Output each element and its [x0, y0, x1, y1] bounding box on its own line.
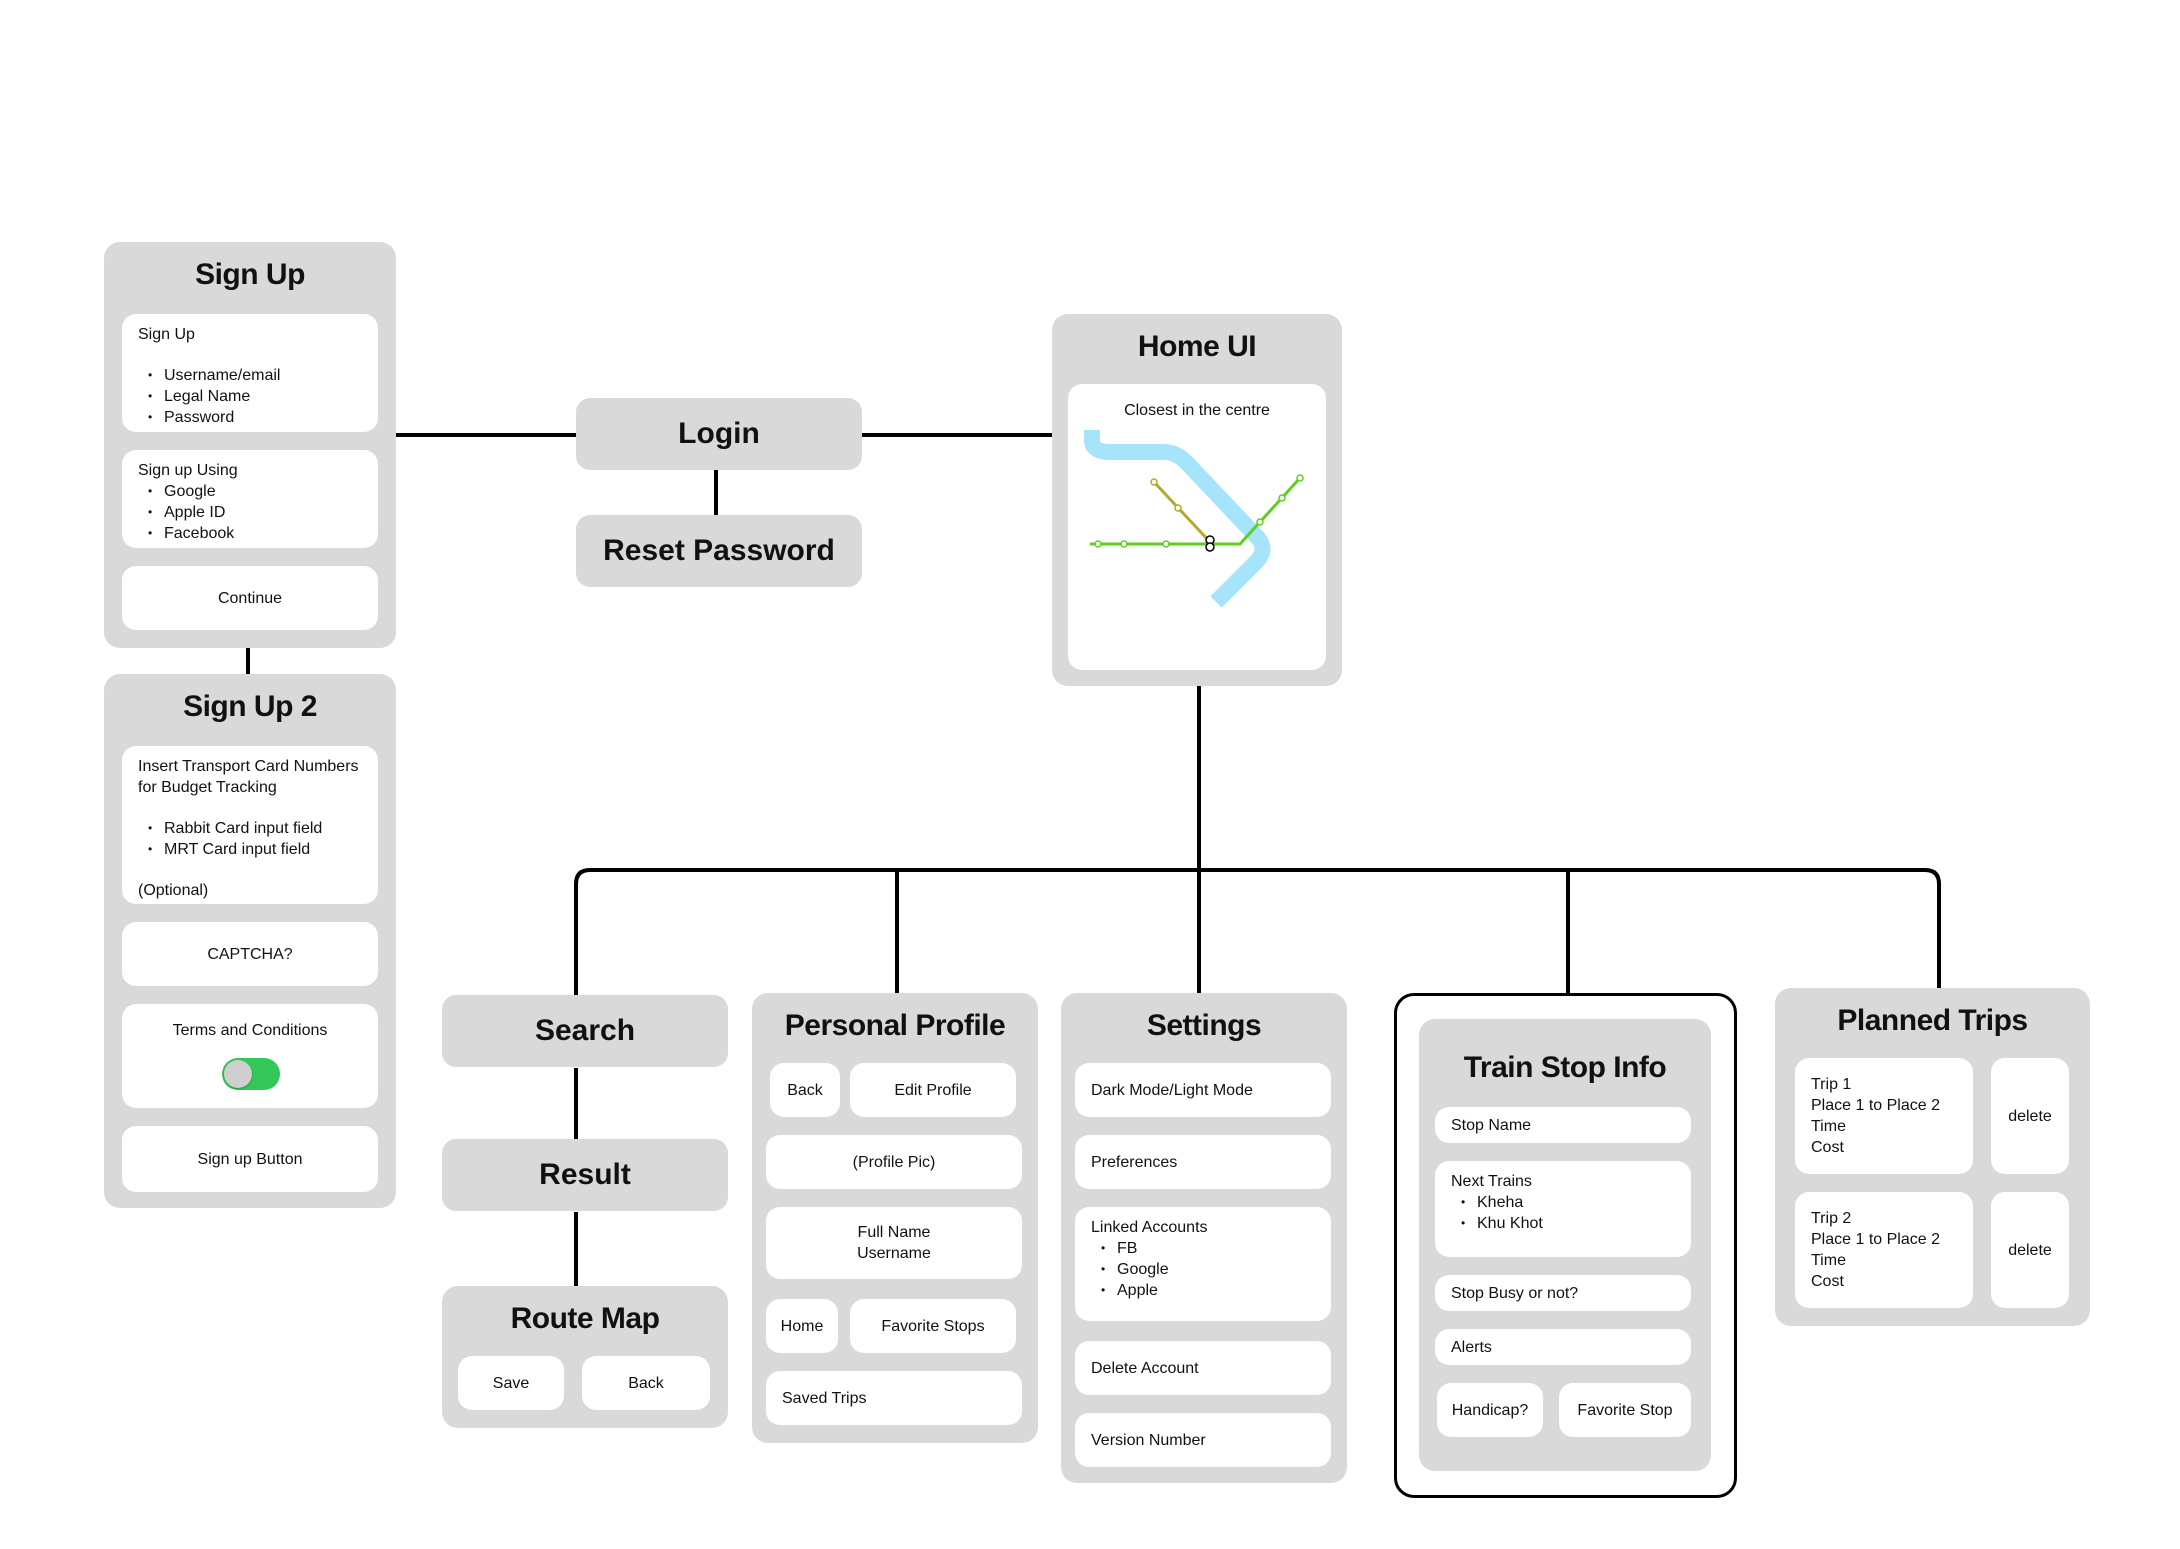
result-box[interactable]: Result [442, 1139, 728, 1211]
edit-profile-button[interactable]: Edit Profile [850, 1063, 1016, 1117]
delete-trip-button[interactable]: delete [1991, 1192, 2069, 1308]
profile-pic[interactable]: (Profile Pic) [766, 1135, 1022, 1189]
delete-trip-button[interactable]: delete [1991, 1058, 2069, 1174]
linked-google: Google [1101, 1259, 1315, 1280]
list-item: Legal Name [148, 386, 362, 407]
list-item: Username/email [148, 365, 362, 386]
back-button[interactable]: Back [770, 1063, 840, 1117]
planned-trips-panel: Planned Trips Trip 1 Place 1 to Place 2 … [1775, 988, 2090, 1326]
preferences-setting[interactable]: Preferences [1075, 1135, 1331, 1189]
delete-account-button[interactable]: Delete Account [1075, 1341, 1331, 1395]
settings-panel: Settings Dark Mode/Light Mode Preference… [1061, 993, 1347, 1483]
provider-google[interactable]: Google [148, 481, 362, 502]
next-trains-list: Kheha Khu Khot [1451, 1192, 1675, 1234]
terms-toggle[interactable] [222, 1058, 280, 1090]
linked-fb: FB [1101, 1238, 1315, 1259]
linked-account-list: FB Google Apple [1091, 1238, 1315, 1301]
connector-branch-bus [574, 868, 1941, 995]
full-name-label: Full Name [857, 1224, 931, 1241]
stop-name-field: Stop Name [1435, 1107, 1691, 1143]
list-item: Password [148, 407, 362, 428]
optional-note: (Optional) [138, 882, 209, 899]
transport-field-list: Rabbit Card input field MRT Card input f… [138, 818, 362, 860]
signup-using-card: Sign up Using Google Apple ID Facebook [122, 450, 378, 548]
favorite-stops-button[interactable]: Favorite Stops [850, 1299, 1016, 1353]
panel-title: Home UI [1137, 330, 1257, 363]
list-item: Kheha [1461, 1192, 1675, 1213]
profile-panel: Personal Profile Back Edit Profile (Prof… [752, 993, 1038, 1443]
back-button[interactable]: Back [582, 1356, 710, 1410]
panel-title: Sign Up 2 [183, 690, 317, 723]
trip-line: Trip 2 [1811, 1210, 1852, 1227]
handicap-button[interactable]: Handicap? [1437, 1383, 1543, 1437]
toggle-knob [224, 1060, 252, 1088]
signup-panel: Sign Up Sign Up Username/email Legal Nam… [104, 242, 396, 648]
terms-label: Terms and Conditions [172, 1022, 328, 1039]
save-button[interactable]: Save [458, 1356, 564, 1410]
trip-card[interactable]: Trip 2 Place 1 to Place 2 Time Cost [1795, 1192, 1973, 1308]
train-stop-frame [1394, 993, 1737, 1498]
terms-card: Terms and Conditions [122, 1004, 378, 1108]
signup-provider-list: Google Apple ID Facebook [138, 481, 362, 544]
card-heading: Sign Up [138, 326, 195, 343]
linked-accounts-card[interactable]: Linked Accounts FB Google Apple [1075, 1207, 1331, 1321]
trip-line: Cost [1811, 1139, 1844, 1156]
username-label: Username [857, 1245, 931, 1262]
card-heading: Next Trains [1451, 1173, 1532, 1190]
trip-line: Place 1 to Place 2 [1811, 1097, 1940, 1114]
trip-card[interactable]: Trip 1 Place 1 to Place 2 Time Cost [1795, 1058, 1973, 1174]
trip-line: Time [1811, 1118, 1846, 1135]
card-heading: Insert Transport Card Numbers for Budget… [138, 758, 359, 796]
alerts-field[interactable]: Alerts [1435, 1329, 1691, 1365]
stop-busy-field: Stop Busy or not? [1435, 1275, 1691, 1311]
version-number: Version Number [1075, 1413, 1331, 1467]
home-panel: Home UI Closest in the centre [1052, 314, 1342, 686]
provider-apple[interactable]: Apple ID [148, 502, 362, 523]
next-trains-card: Next Trains Kheha Khu Khot [1435, 1161, 1691, 1257]
search-box[interactable]: Search [442, 995, 728, 1067]
transport-card-section: Insert Transport Card Numbers for Budget… [122, 746, 378, 904]
favorite-stop-button[interactable]: Favorite Stop [1559, 1383, 1691, 1437]
trip-line: Trip 1 [1811, 1076, 1852, 1093]
signup-field-list: Username/email Legal Name Password [138, 365, 362, 428]
home-button[interactable]: Home [766, 1299, 838, 1353]
captcha-box[interactable]: CAPTCHA? [122, 922, 378, 986]
provider-facebook[interactable]: Facebook [148, 523, 362, 544]
card-heading: Linked Accounts [1091, 1219, 1208, 1236]
metro-map [1084, 430, 1304, 608]
signup-fields-card: Sign Up Username/email Legal Name Passwo… [122, 314, 378, 432]
trip-line: Time [1811, 1252, 1846, 1269]
signup-button[interactable]: Sign up Button [122, 1126, 378, 1192]
panel-title: Personal Profile [784, 1009, 1006, 1042]
map-caption: Closest in the centre [1124, 402, 1270, 419]
panel-title: Planned Trips [1837, 1004, 2028, 1037]
card-heading: Sign up Using [138, 462, 238, 479]
panel-title: Sign Up [195, 258, 305, 291]
signup2-panel: Sign Up 2 Insert Transport Card Numbers … [104, 674, 396, 1208]
continue-button[interactable]: Continue [122, 566, 378, 630]
trip-line: Place 1 to Place 2 [1811, 1231, 1940, 1248]
list-item: Khu Khot [1461, 1213, 1675, 1234]
name-card: Full Name Username [766, 1207, 1022, 1279]
login-box[interactable]: Login [576, 398, 862, 470]
trip-line: Cost [1811, 1273, 1844, 1290]
saved-trips-button[interactable]: Saved Trips [766, 1371, 1022, 1425]
home-map-card[interactable]: Closest in the centre [1068, 384, 1326, 670]
panel-title: Train Stop Info [1463, 1051, 1667, 1084]
rabbit-card-field[interactable]: Rabbit Card input field [148, 818, 362, 839]
panel-title: Settings [1146, 1009, 1262, 1042]
reset-password-box[interactable]: Reset Password [576, 515, 862, 587]
panel-title: Route Map [510, 1302, 660, 1335]
route-map-panel: Route Map Save Back [442, 1286, 728, 1428]
mrt-card-field[interactable]: MRT Card input field [148, 839, 362, 860]
linked-apple: Apple [1101, 1280, 1315, 1301]
train-stop-panel: Train Stop Info Stop Name Next Trains Kh… [1419, 1019, 1711, 1471]
dark-mode-setting[interactable]: Dark Mode/Light Mode [1075, 1063, 1331, 1117]
